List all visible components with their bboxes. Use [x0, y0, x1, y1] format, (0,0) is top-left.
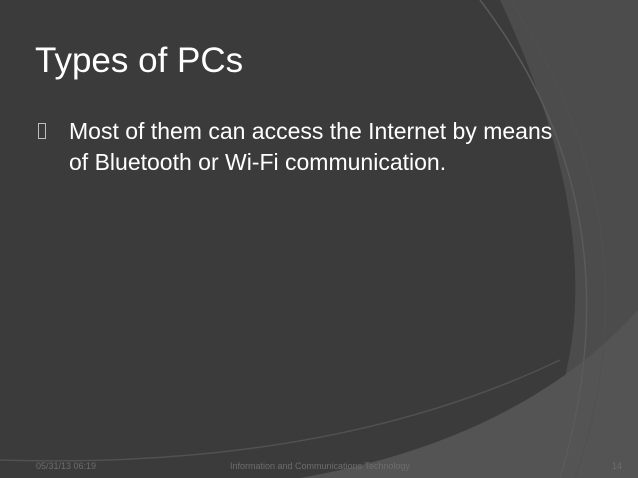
- bullet-list: Most of them can access the Internet by …: [38, 116, 558, 178]
- slide-number: 14: [611, 461, 622, 471]
- footer-date: 05/31/13 06:19: [36, 461, 97, 471]
- slide-title: Types of PCs: [35, 41, 244, 80]
- bullet-text: Most of them can access the Internet by …: [69, 118, 553, 175]
- bullet-box-icon: [38, 123, 46, 139]
- bullet-item: Most of them can access the Internet by …: [38, 116, 558, 178]
- footer-center-text: Information and Communications Technolog…: [230, 461, 410, 471]
